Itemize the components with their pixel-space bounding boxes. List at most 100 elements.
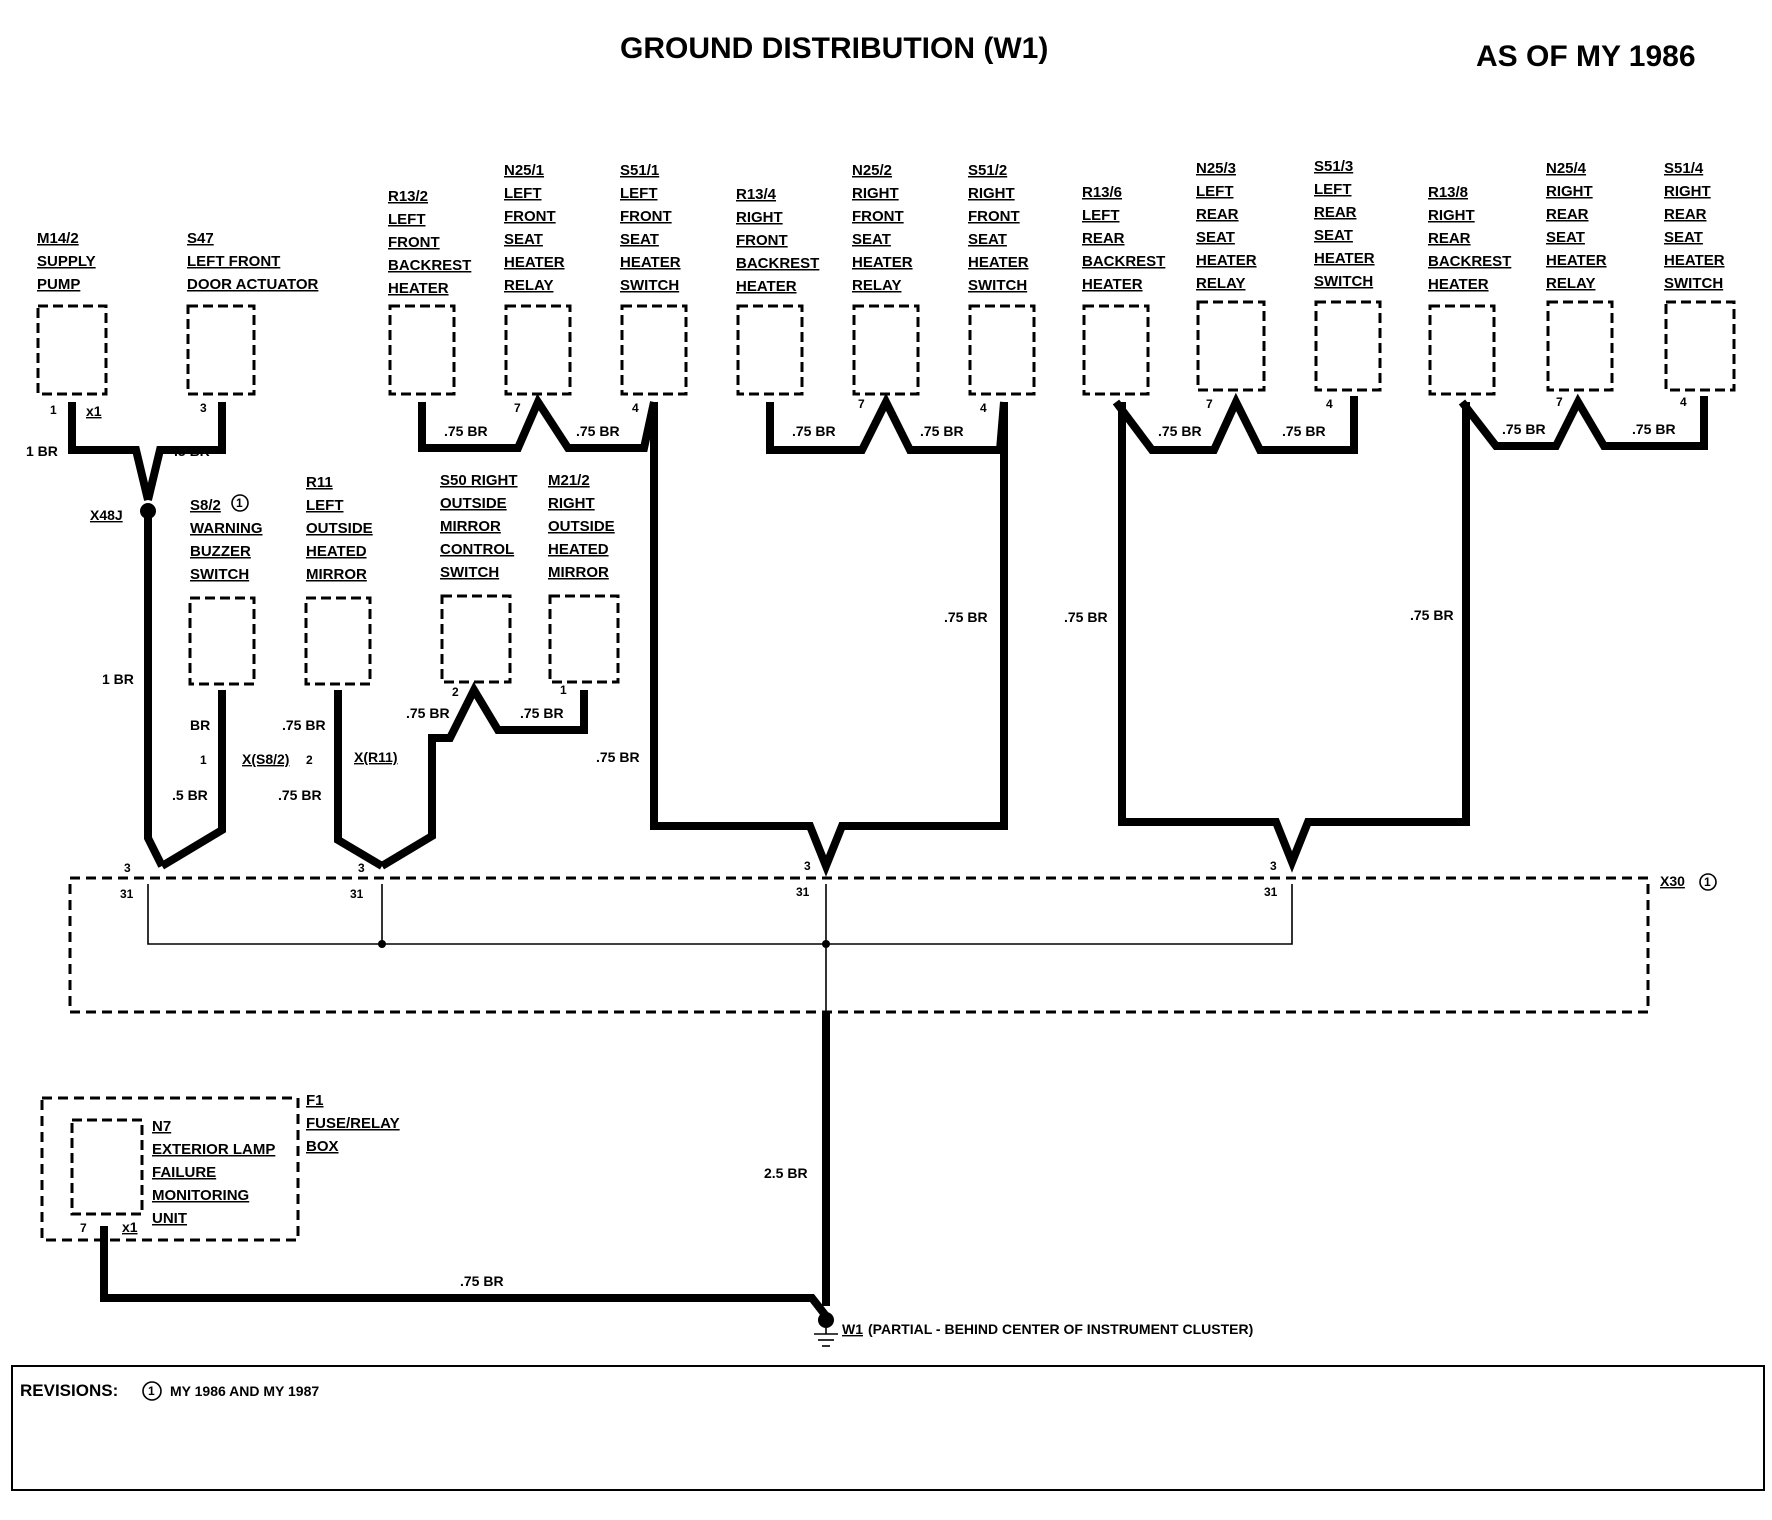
x30-bus <box>147 884 1293 945</box>
svg-text:REAR: REAR <box>1546 206 1589 223</box>
wire-label-s51-3: .75 BR <box>1282 423 1326 439</box>
svg-text:LEFT: LEFT <box>1314 181 1352 198</box>
connector-x-r11: X(R11) <box>354 749 398 765</box>
svg-text:HEATER: HEATER <box>1082 276 1143 293</box>
svg-text:OUTSIDE: OUTSIDE <box>306 520 373 537</box>
svg-text:PUMP: PUMP <box>37 276 80 293</box>
wire-label-front-trunk: .75 BR <box>596 749 640 765</box>
label-n25-4: N25/4 RIGHT REAR SEAT HEATER RELAY <box>1546 160 1607 292</box>
ground-w1-icon <box>814 1312 838 1347</box>
svg-text:N7: N7 <box>152 1118 171 1135</box>
svg-text:SWITCH: SWITCH <box>190 566 249 583</box>
ground-point-description: (PARTIAL - BEHIND CENTER OF INSTRUMENT C… <box>868 1321 1253 1337</box>
component-box-r11 <box>304 596 372 686</box>
svg-text:RIGHT: RIGHT <box>968 185 1015 202</box>
component-box-r13-8 <box>1428 304 1496 396</box>
pin-3-b: 3 <box>358 861 365 875</box>
svg-text:HEATER: HEATER <box>852 254 913 271</box>
svg-text:LEFT: LEFT <box>388 211 426 228</box>
svg-text:FRONT: FRONT <box>388 234 440 251</box>
wire-r13-6-n25-3-s51-3 <box>1112 392 1358 454</box>
svg-text:SWITCH: SWITCH <box>440 564 499 581</box>
svg-text:HEATER: HEATER <box>1664 252 1725 269</box>
pin-s51-4: 4 <box>1680 395 1687 409</box>
svg-text:HEATER: HEATER <box>736 278 797 295</box>
svg-text:MIRROR: MIRROR <box>306 566 367 583</box>
svg-text:HEATED: HEATED <box>306 543 367 560</box>
connector-x-s8-2: X(S8/2) <box>242 751 289 767</box>
wire-s47 <box>144 402 226 501</box>
pin-s51-2: 4 <box>980 401 987 415</box>
svg-text:RIGHT: RIGHT <box>1428 207 1475 224</box>
svg-text:SWITCH: SWITCH <box>968 277 1027 294</box>
component-box-r13-6 <box>1082 304 1150 396</box>
wire-label-s8-2: BR <box>190 717 210 733</box>
wire-label-trunk: 1 BR <box>102 671 134 687</box>
svg-text:HEATER: HEATER <box>968 254 1029 271</box>
label-f1: F1 FUSE/RELAY BOX <box>306 1092 400 1155</box>
svg-text:OUTSIDE: OUTSIDE <box>440 495 507 512</box>
wire-label-rear-right: .75 BR <box>1410 607 1454 623</box>
svg-text:LEFT: LEFT <box>1082 207 1120 224</box>
pin-m21-2: 1 <box>560 683 567 697</box>
wire-label-m14-2: 1 BR <box>26 443 58 459</box>
pin-31-b: 31 <box>350 887 364 901</box>
pin-s51-3: 4 <box>1326 397 1333 411</box>
wire-rear-trunk <box>1118 402 1470 873</box>
wire-label-s51-4: .75 BR <box>1632 421 1676 437</box>
pin-x-r11: 2 <box>306 753 313 767</box>
svg-text:FAILURE: FAILURE <box>152 1164 216 1181</box>
pin-n7: 7 <box>80 1221 87 1235</box>
component-box-n7 <box>70 1118 144 1216</box>
svg-text:RIGHT: RIGHT <box>736 209 783 226</box>
pin-31-a: 31 <box>120 887 134 901</box>
svg-text:MIRROR: MIRROR <box>548 564 609 581</box>
wire-r13-8-n25-4-s51-4 <box>1458 393 1708 450</box>
x30-junction-1 <box>378 940 386 948</box>
svg-text:DOOR ACTUATOR: DOOR ACTUATOR <box>187 276 319 293</box>
revisions-text: MY 1986 AND MY 1987 <box>170 1383 319 1399</box>
svg-text:FUSE/RELAY: FUSE/RELAY <box>306 1115 400 1132</box>
svg-text:RIGHT: RIGHT <box>1546 183 1593 200</box>
label-s47: S47 LEFT FRONT DOOR ACTUATOR <box>187 230 319 293</box>
svg-text:HEATER: HEATER <box>1196 252 1257 269</box>
svg-text:N25/3: N25/3 <box>1196 160 1236 177</box>
svg-text:HEATER: HEATER <box>1314 250 1375 267</box>
wire-label-s47: .5 BR <box>174 443 210 459</box>
svg-text:LEFT FRONT: LEFT FRONT <box>187 253 280 270</box>
svg-text:S50 RIGHT: S50 RIGHT <box>440 472 518 489</box>
svg-text:SEAT: SEAT <box>1196 229 1235 246</box>
wire-label-s50: .75 BR <box>406 705 450 721</box>
svg-text:FRONT: FRONT <box>736 232 788 249</box>
svg-text:R13/4: R13/4 <box>736 186 777 203</box>
label-r13-4: R13/4 RIGHT FRONT BACKREST HEATER <box>736 186 819 295</box>
revisions-label: REVISIONS: <box>20 1381 118 1400</box>
svg-text:HEATER: HEATER <box>504 254 565 271</box>
revisions-box <box>11 1365 1765 1491</box>
label-s8-2: S8/2 WARNING BUZZER SWITCH <box>190 497 263 583</box>
pin-3-c: 3 <box>804 859 811 873</box>
svg-text:BACKREST: BACKREST <box>388 257 471 274</box>
component-box-s50 <box>440 594 512 684</box>
svg-text:N25/1: N25/1 <box>504 162 544 179</box>
component-box-s51-2 <box>968 304 1036 396</box>
wire-front-trunk <box>650 402 1008 877</box>
svg-text:LEFT: LEFT <box>620 185 658 202</box>
fuse-relay-box-f1 <box>40 1096 300 1242</box>
label-s51-3: S51/3 LEFT REAR SEAT HEATER SWITCH <box>1314 158 1375 290</box>
svg-text:1: 1 <box>236 496 243 510</box>
pin-n25-3: 7 <box>1206 397 1213 411</box>
svg-text:M14/2: M14/2 <box>37 230 79 247</box>
svg-text:REAR: REAR <box>1664 206 1707 223</box>
x30-junction-2 <box>822 940 830 948</box>
wire-label-main: 2.5 BR <box>764 1165 808 1181</box>
svg-text:HEATER: HEATER <box>1546 252 1607 269</box>
component-box-r13-4 <box>736 304 804 396</box>
component-box-s51-4 <box>1664 300 1736 392</box>
label-r13-6: R13/6 LEFT REAR BACKREST HEATER <box>1082 184 1165 293</box>
svg-text:LEFT: LEFT <box>1196 183 1234 200</box>
label-s51-4: S51/4 RIGHT REAR SEAT HEATER SWITCH <box>1664 160 1725 292</box>
svg-text:FRONT: FRONT <box>968 208 1020 225</box>
label-s51-1: S51/1 LEFT FRONT SEAT HEATER SWITCH <box>620 162 681 294</box>
svg-text:EXTERIOR LAMP: EXTERIOR LAMP <box>152 1141 275 1158</box>
